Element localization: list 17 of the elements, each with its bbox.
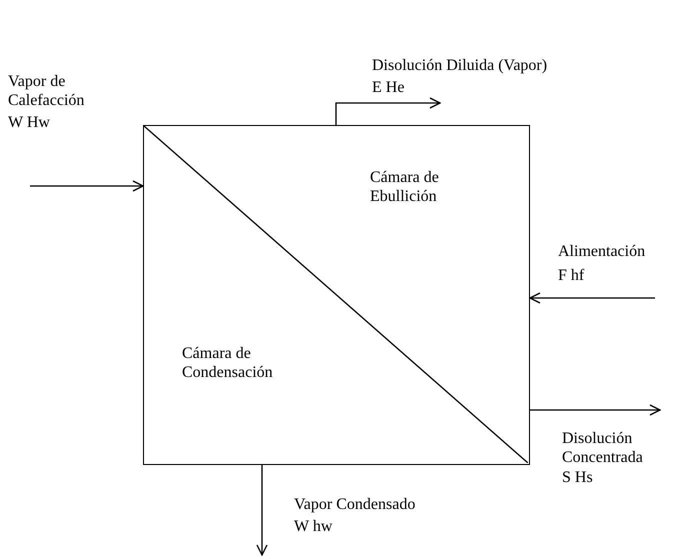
chamber-label: Cámara de Condensación [182,344,274,382]
arrow [256,465,268,556]
arrow [530,404,661,416]
stream-label: Vapor Condensado [294,495,416,514]
stream-symbols: W Hw [8,113,51,132]
stream-symbols: F hf [558,266,586,285]
chamber-label: Cámara de Ebullición [370,168,440,206]
arrow [335,97,441,125]
stream-symbols: E He [372,78,406,97]
arrow [529,292,655,304]
stream-label: Disolución Concentrada [562,429,644,467]
stream-symbols: S Hs [562,468,594,487]
stream-symbols: W hw [294,517,334,536]
stream-label: Vapor de Calefacción [8,72,86,110]
stream-label: Disolución Diluida (Vapor) [372,56,548,75]
arrow [30,180,144,192]
stream-label: Alimentación [558,242,646,261]
